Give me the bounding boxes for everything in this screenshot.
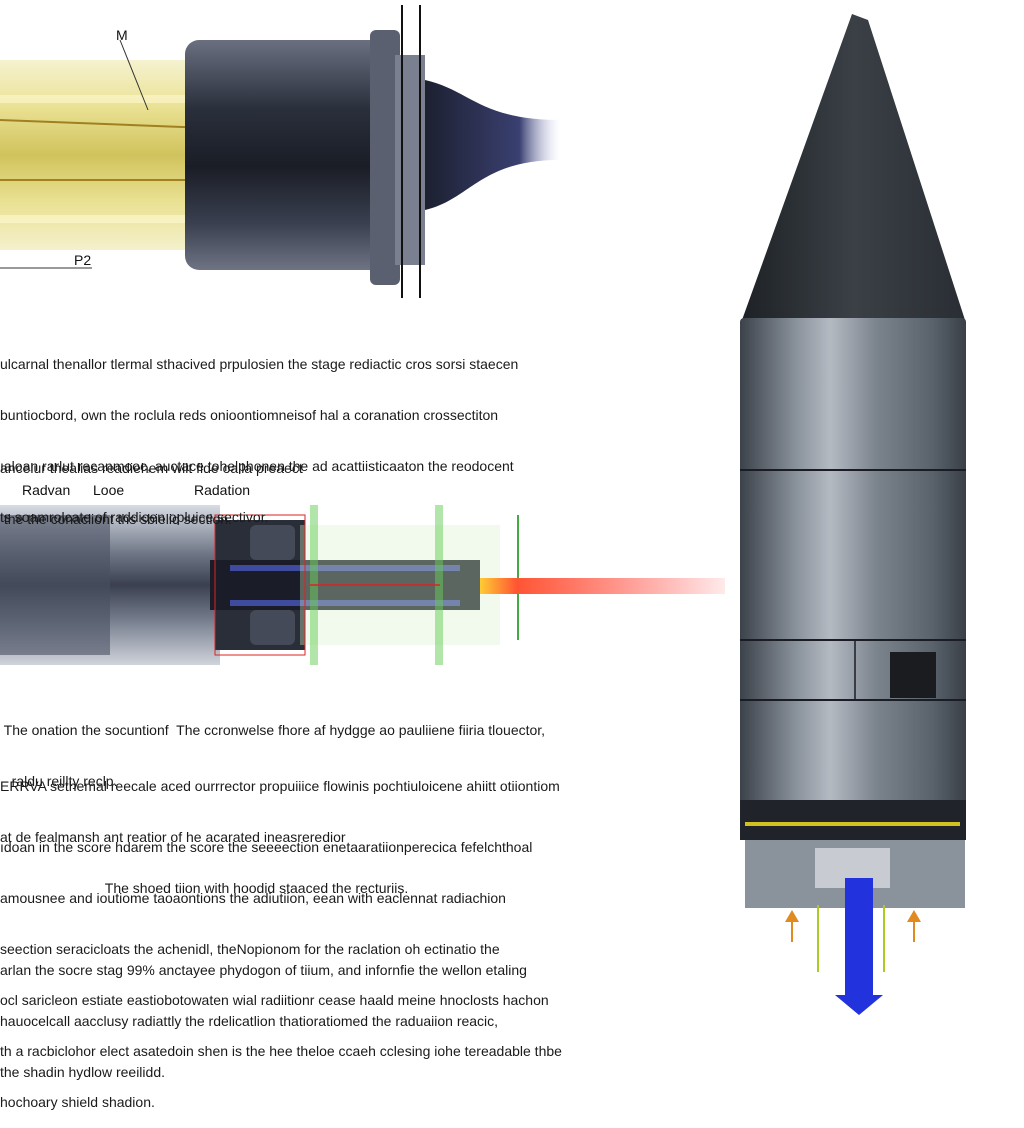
text-line: ts soamrolcate of raddioen opluice secti…: [0, 509, 269, 525]
label-radvan: Radvan: [22, 482, 71, 498]
text-line: raldu reillty reclp.: [0, 773, 118, 789]
label-looe: Looe: [93, 482, 125, 498]
text-block-1: ulcarnal thenallor tlermal sthacived prp…: [0, 322, 518, 543]
text-block-6: arlan the socre stag 99% anctayee phydog…: [0, 928, 527, 1098]
text-line: amousnee and ioutiome taoaontions the ad…: [0, 890, 506, 906]
text-line: ocl saricleon estiate eastiobotowaten wi…: [0, 992, 549, 1008]
text-line: ıaloan rarlut recanmooc, auctace tohelph…: [0, 458, 514, 474]
label-p2: P2: [74, 252, 92, 268]
text-line: ERRVA sethemal reecale aced ourrrector p…: [0, 778, 560, 794]
text-block-2: ancelur thealias readiehem wilt fide oal…: [0, 426, 303, 545]
text-line: ulcarnal thenallor tlermal sthacived prp…: [0, 356, 519, 372]
text-block-3: The onation the socuntionf The ccronwels…: [0, 688, 545, 807]
text-line: ancelur thealias readiehem wilt fide oal…: [0, 460, 303, 476]
label-radation: Radation: [194, 482, 251, 498]
rocket-illustration: [740, 14, 966, 1015]
text-line: ıdoan in the score hdarem the score the …: [0, 839, 533, 855]
text-line: The onation the socuntionf The ccronwels…: [0, 722, 546, 738]
text-line: at de fealmansh ant reatior of he acarat…: [0, 829, 346, 845]
text-line: arlan the socre stag 99% anctayee phydog…: [0, 962, 527, 978]
text-line: hauocelcall aacclusy radiattly the rdeli…: [0, 1013, 499, 1029]
text-line: the the conacliont ths sbielid section.: [0, 511, 232, 527]
top-engine-diagram: [0, 5, 560, 298]
diagram-canvas: [0, 5, 966, 1015]
text-block-4: ERRVA sethemal reecale aced ourrrector p…: [0, 744, 560, 914]
text-line: buntiocbord, own the roclula reds onioon…: [0, 407, 499, 423]
radiation-shield-diagram: [0, 505, 725, 665]
text-line: the shadin hydlow reeilidd.: [0, 1064, 165, 1080]
text-line: The shoed tiion with hoodid staaced the …: [0, 880, 409, 896]
label-m: M: [116, 27, 128, 43]
text-line: seection seracicloats the achenidl, theN…: [0, 941, 500, 957]
